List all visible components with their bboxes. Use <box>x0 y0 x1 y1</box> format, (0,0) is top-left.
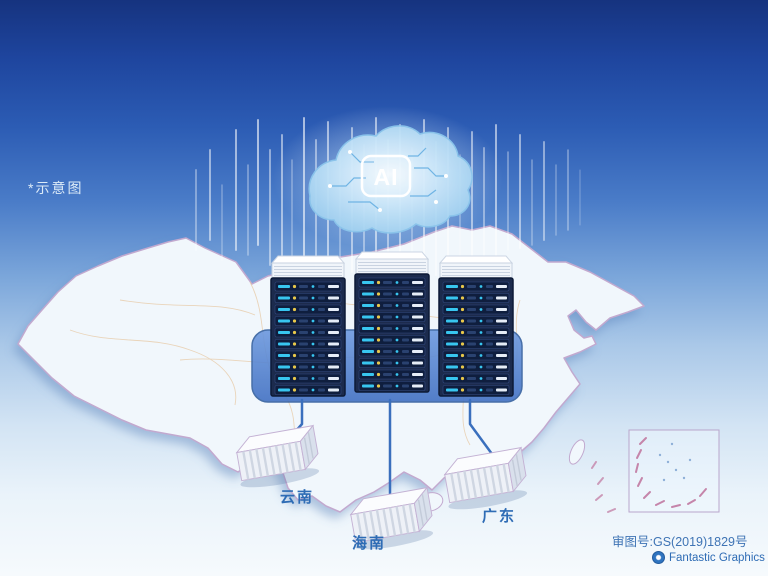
brand-logo-icon <box>652 551 665 564</box>
ai-badge <box>360 154 412 198</box>
region-label-yunnan: 云南 <box>280 489 315 506</box>
brand-credit: Fantastic Graphics <box>652 551 765 564</box>
brand-name: Fantastic Graphics <box>669 551 765 564</box>
server-rack-3 <box>439 256 513 396</box>
taiwan-island <box>568 439 586 465</box>
disclaimer-text: *示意图 <box>28 180 84 196</box>
nine-dash-line <box>635 437 707 508</box>
inset-border <box>628 429 720 513</box>
server-rack-2 <box>355 252 429 392</box>
region-label-hainan: 海南 <box>352 535 387 552</box>
ai-badge-label: AI <box>374 164 399 190</box>
south-china-sea-inset <box>628 429 720 513</box>
inset-islands <box>658 442 692 482</box>
server-racks <box>271 252 513 396</box>
server-rack-1 <box>271 256 345 396</box>
ai-brain: AI <box>273 106 503 250</box>
map-approval-text: 审图号:GS(2019)1829号 <box>612 535 748 549</box>
connection-guangdong <box>468 398 494 456</box>
brain-circuits <box>328 147 448 212</box>
region-label-guangdong: 广东 <box>482 508 517 525</box>
sea-dashes <box>591 461 616 513</box>
